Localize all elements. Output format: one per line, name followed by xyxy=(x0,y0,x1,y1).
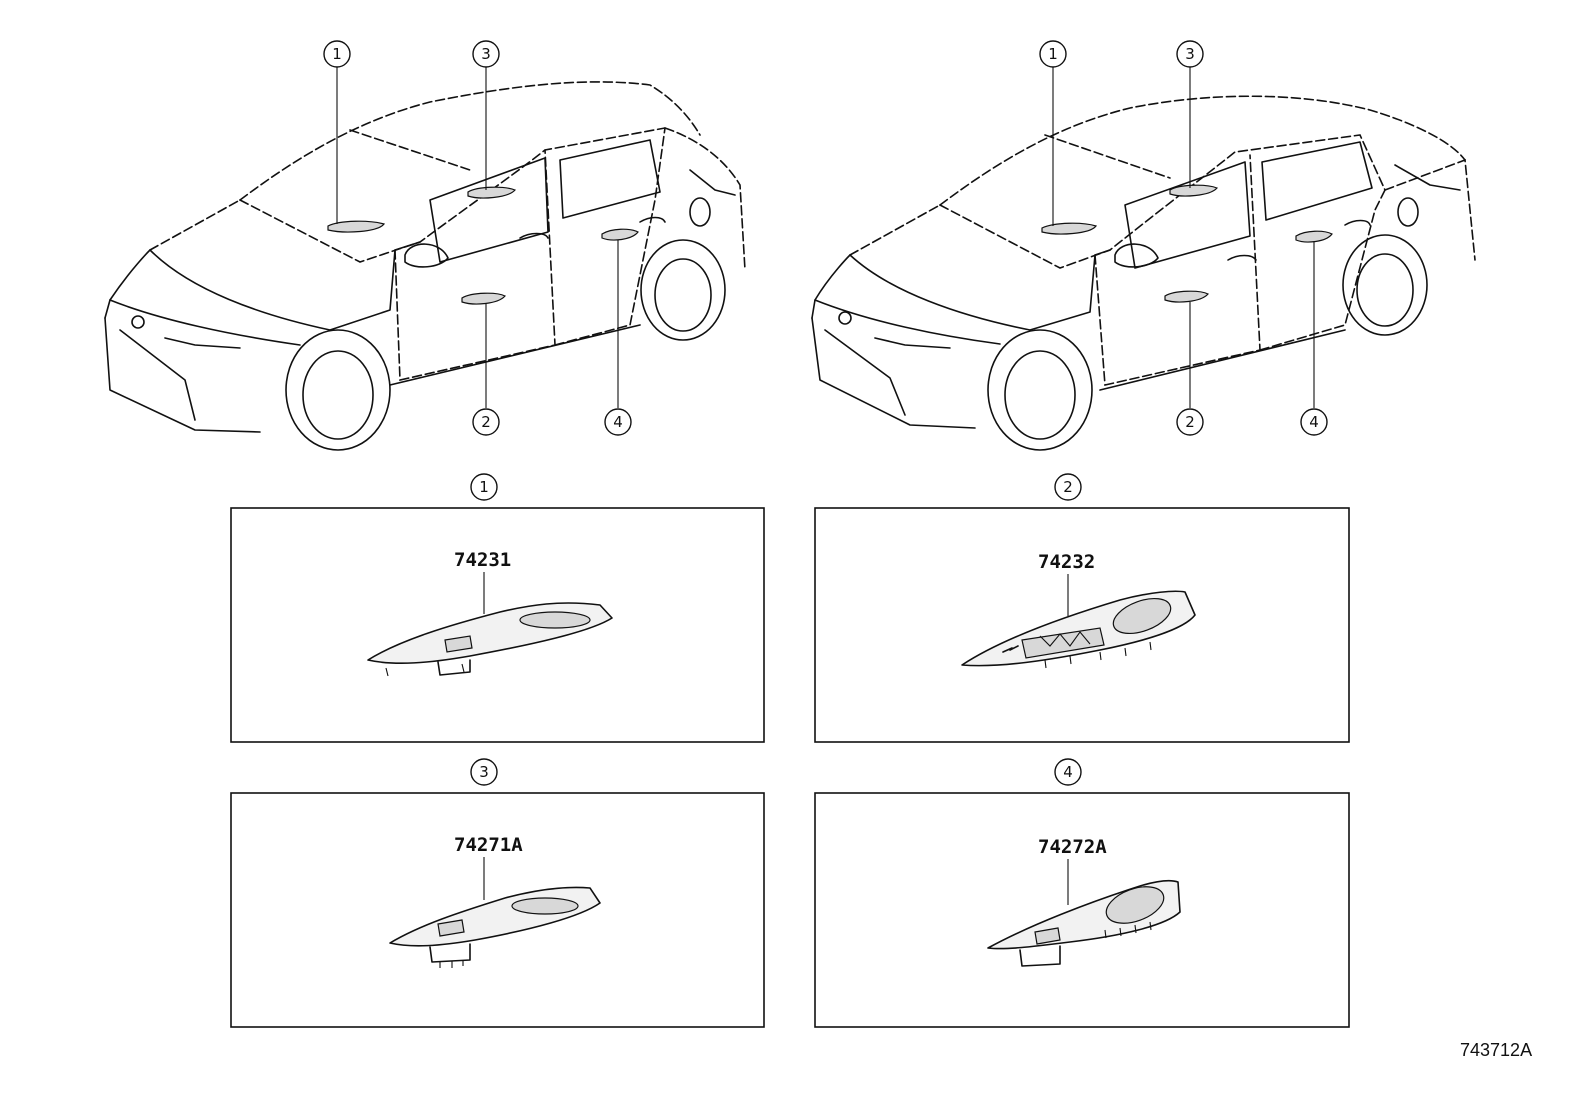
callout-3-label: 3 xyxy=(1185,45,1195,63)
panel-4-frame xyxy=(814,792,1350,1028)
panel-part-1: 1 74231 xyxy=(230,473,765,743)
switch-base-74271A xyxy=(389,886,601,947)
sedan-vehicle xyxy=(811,67,1476,451)
panel-3-callout: 3 xyxy=(470,758,498,786)
callout-2-label: 2 xyxy=(481,413,491,431)
callout-4-label: 4 xyxy=(613,413,623,431)
panel-part-3: 3 74271A xyxy=(230,758,765,1028)
callout-1-sedan: 1 xyxy=(1039,40,1067,68)
panel-2-callout: 2 xyxy=(1054,473,1082,501)
panel-1-callout: 1 xyxy=(470,473,498,501)
svg-text:2: 2 xyxy=(1063,478,1073,496)
callout-4-label: 4 xyxy=(1309,413,1319,431)
illustration-id: 743712A xyxy=(1460,1040,1532,1060)
panel-part-4: 4 74272A xyxy=(814,758,1350,1028)
part-number-74272A[interactable]: 74272A xyxy=(1038,836,1107,858)
callout-3-sedan: 3 xyxy=(1176,40,1204,68)
switch-base-74231 xyxy=(367,602,613,665)
part-number-74232[interactable]: 74232 xyxy=(1038,551,1095,573)
callout-2-hatchback: 2 xyxy=(472,408,500,436)
svg-text:1: 1 xyxy=(479,478,489,496)
panel-part-2: 2 74232 xyxy=(814,473,1350,743)
panel-4-callout: 4 xyxy=(1054,758,1082,786)
callout-2-sedan: 2 xyxy=(1176,408,1204,436)
callout-3-hatchback: 3 xyxy=(472,40,500,68)
callout-2-label: 2 xyxy=(1185,413,1195,431)
svg-text:3: 3 xyxy=(479,763,489,781)
callout-4-sedan: 4 xyxy=(1300,408,1328,436)
panel-1-frame xyxy=(230,507,765,743)
callout-4-hatchback: 4 xyxy=(604,408,632,436)
panel-2-frame xyxy=(814,507,1350,743)
callout-1-hatchback: 1 xyxy=(323,40,351,68)
callout-1-label: 1 xyxy=(332,45,342,63)
panel-3-frame xyxy=(230,792,765,1028)
svg-text:4: 4 xyxy=(1063,763,1073,781)
callout-1-label: 1 xyxy=(1048,45,1058,63)
part-number-74271A[interactable]: 74271A xyxy=(454,834,523,856)
part-number-74231[interactable]: 74231 xyxy=(454,549,511,571)
hatchback-vehicle xyxy=(104,67,746,451)
callout-3-label: 3 xyxy=(481,45,491,63)
